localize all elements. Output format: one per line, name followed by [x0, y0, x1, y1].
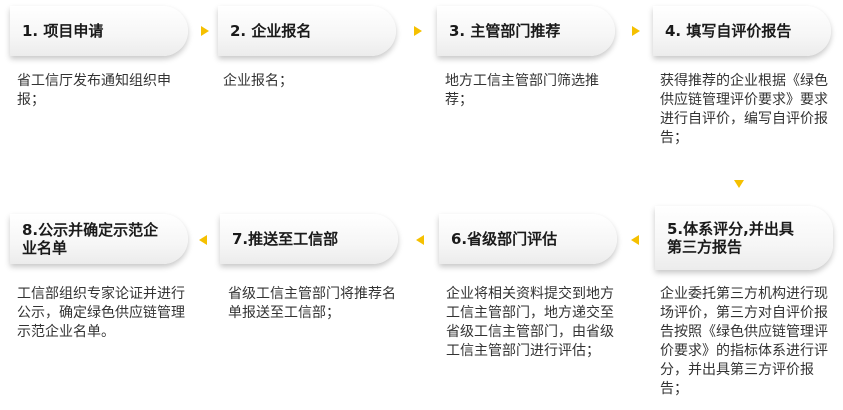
- step-7-title: 7.推送至工信部: [232, 230, 339, 248]
- step-3-box: 3. 主管部门推荐: [437, 6, 615, 56]
- arrow-down-icon: [734, 180, 744, 188]
- arrow-left-icon: [631, 235, 639, 245]
- step-5-title: 5.体系评分,并出具第三方报告: [667, 220, 794, 256]
- arrow-right-icon: [414, 26, 422, 36]
- step-4-title: 4. 填写自评价报告: [665, 22, 792, 40]
- step-5-box: 5.体系评分,并出具第三方报告: [655, 206, 833, 270]
- step-6-description: 企业将相关资料提交到地方工信主管部门，地方递交至省级工信主管部门，由省级工信主管…: [446, 286, 614, 359]
- step-8-title: 8.公示并确定示范企业名单: [22, 221, 159, 257]
- arrow-right-icon: [201, 26, 209, 36]
- step-1-box: 1. 项目申请: [10, 6, 188, 56]
- arrow-left-icon: [199, 235, 207, 245]
- step-3-description: 地方工信主管部门筛选推荐；: [445, 73, 599, 108]
- arrow-left-icon: [416, 235, 424, 245]
- step-4-description: 获得推荐的企业根据《绿色供应链管理评价要求》要求进行自评价，编写自评价报告；: [660, 73, 828, 146]
- step-4-box: 4. 填写自评价报告: [653, 6, 831, 56]
- step-8-box: 8.公示并确定示范企业名单: [10, 214, 188, 264]
- step-1-title: 1. 项目申请: [22, 22, 104, 40]
- arrow-right-icon: [632, 26, 640, 36]
- step-2-box: 2. 企业报名: [218, 6, 396, 56]
- step-2-description: 企业报名；: [223, 73, 293, 89]
- step-7-box: 7.推送至工信部: [220, 214, 398, 264]
- step-2-title: 2. 企业报名: [230, 22, 312, 40]
- step-3-title: 3. 主管部门推荐: [449, 22, 561, 40]
- step-7-description: 省级工信主管部门将推荐名单报送至工信部；: [228, 286, 396, 321]
- step-1-description: 省工信厅发布通知组织申报；: [17, 73, 171, 108]
- step-6-box: 6.省级部门评估: [439, 214, 617, 264]
- step-5-description: 企业委托第三方机构进行现场评价，第三方对自评价报告按照《绿色供应链管理评价要求》…: [660, 286, 828, 397]
- step-6-title: 6.省级部门评估: [451, 230, 558, 248]
- step-8-description: 工信部组织专家论证并进行公示，确定绿色供应链管理示范企业名单。: [17, 286, 185, 340]
